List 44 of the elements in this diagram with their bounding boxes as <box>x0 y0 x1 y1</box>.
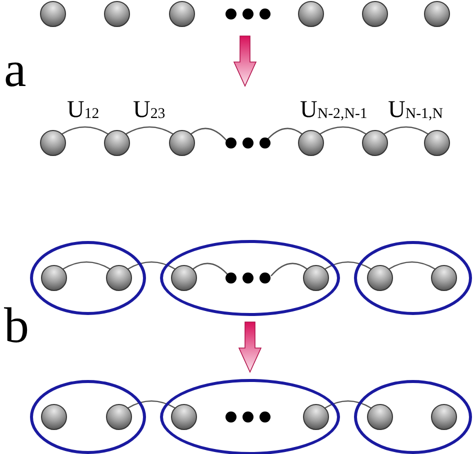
sphere <box>40 1 66 27</box>
sphere <box>171 404 197 430</box>
coupling-line <box>192 262 230 276</box>
coupling-line <box>324 400 372 409</box>
coupling-line <box>384 126 428 135</box>
sphere <box>303 404 329 430</box>
sphere <box>106 265 132 291</box>
coupling-line <box>126 126 174 135</box>
coupling-line <box>388 261 436 270</box>
group-ellipse <box>354 241 472 315</box>
coupling-line <box>128 400 176 409</box>
coupling-line <box>266 128 302 142</box>
sphere <box>431 265 457 291</box>
coupling-line <box>128 261 176 270</box>
sphere <box>367 265 393 291</box>
sphere <box>169 130 195 156</box>
coupling-line <box>270 262 308 276</box>
sphere <box>362 130 388 156</box>
panel-letter: b <box>4 300 29 350</box>
sphere <box>171 265 197 291</box>
sphere <box>424 130 450 156</box>
coupling-line <box>324 261 372 270</box>
panel-letter: a <box>4 44 26 94</box>
sphere <box>298 1 324 27</box>
sphere <box>298 130 324 156</box>
sphere <box>41 404 67 430</box>
sphere <box>424 1 450 27</box>
sphere <box>169 1 195 27</box>
group-ellipse <box>354 380 472 454</box>
sphere <box>104 130 130 156</box>
sphere <box>106 404 132 430</box>
coupling-line <box>190 128 228 142</box>
group-ellipse <box>30 380 146 454</box>
sphere <box>431 404 457 430</box>
sphere <box>367 404 393 430</box>
coupling-line <box>62 126 108 135</box>
sphere <box>40 130 66 156</box>
sphere <box>362 1 388 27</box>
coupling-line <box>320 126 366 135</box>
sphere <box>41 265 67 291</box>
coupling-line <box>62 261 110 270</box>
sphere <box>104 1 130 27</box>
group-ellipse <box>30 241 146 315</box>
sphere <box>303 265 329 291</box>
